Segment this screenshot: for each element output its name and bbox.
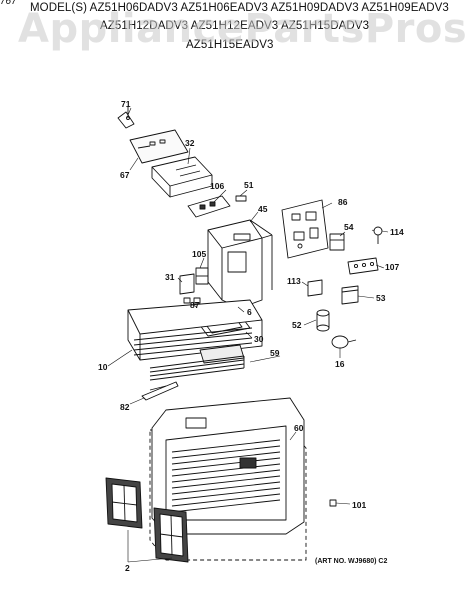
model-list-line-2: AZ51H12DADV3 AZ51H12EADV3 AZ51H15DADV3	[100, 20, 370, 32]
part-107-terminal-strip	[347, 257, 379, 275]
part-59-louver	[149, 355, 245, 381]
part-31-bracket	[179, 273, 195, 295]
model-list-line-1: MODEL(S) AZ51H06DADV3 AZ51H06EADV3 AZ51H…	[30, 2, 449, 14]
part-105-relay	[195, 267, 209, 285]
part-51-switch	[235, 195, 247, 202]
watermark-logo: AppliancePartsPros.com	[18, 6, 471, 52]
part-114-thermistor	[373, 226, 383, 244]
label-60: 60	[294, 423, 304, 433]
part-113-bracket	[307, 279, 323, 297]
part-2-filters	[105, 477, 189, 563]
label-113: 113	[287, 276, 301, 286]
label-30: 30	[254, 334, 264, 344]
label-106: 106	[210, 181, 224, 191]
model-list-line-3: AZ51H15EADV3	[186, 39, 274, 51]
label-59: 59	[270, 348, 280, 358]
part-53-bracket	[341, 285, 359, 305]
label-107: 107	[385, 262, 399, 272]
label-87: 87	[190, 300, 200, 310]
part-82-rod	[141, 381, 179, 401]
label-16: 16	[335, 359, 345, 369]
part-32-control-box	[151, 156, 213, 198]
art-number: (ART NO. WJ9680) C2	[315, 558, 388, 565]
label-52: 52	[292, 320, 302, 330]
label-82: 82	[120, 402, 130, 412]
leader-lines	[107, 107, 389, 563]
part-71-bracket	[117, 106, 135, 129]
part-52-capacitor	[316, 309, 330, 332]
part-86-control-board	[281, 199, 329, 259]
label-53: 53	[376, 293, 386, 303]
label-71: 71	[121, 99, 131, 109]
part-60-front-cover	[149, 397, 307, 561]
part-67-control-panel	[129, 129, 189, 164]
label-2: 2	[125, 563, 130, 573]
part-45-control-housing	[207, 219, 273, 309]
label-105: 105	[192, 249, 206, 259]
corner-mark: 767	[0, 0, 17, 7]
part-10-front-grille	[127, 299, 263, 364]
part-16-strap	[331, 335, 357, 349]
part-87-clip	[183, 297, 201, 304]
label-101: 101	[352, 500, 366, 510]
label-45: 45	[258, 204, 268, 214]
label-31: 31	[165, 272, 175, 282]
label-86: 86	[338, 197, 348, 207]
label-51: 51	[244, 180, 254, 190]
part-54-relay	[329, 233, 345, 251]
label-10: 10	[98, 362, 108, 372]
label-6: 6	[247, 307, 252, 317]
label-54: 54	[344, 222, 354, 232]
label-32: 32	[185, 138, 195, 148]
part-106-board	[187, 195, 231, 218]
part-number-labels: 71 32 67 106 51 45 86 54 114 107 105 31 …	[98, 99, 404, 573]
label-67: 67	[120, 170, 130, 180]
label-114: 114	[390, 227, 404, 237]
part-101-clip	[329, 499, 337, 507]
